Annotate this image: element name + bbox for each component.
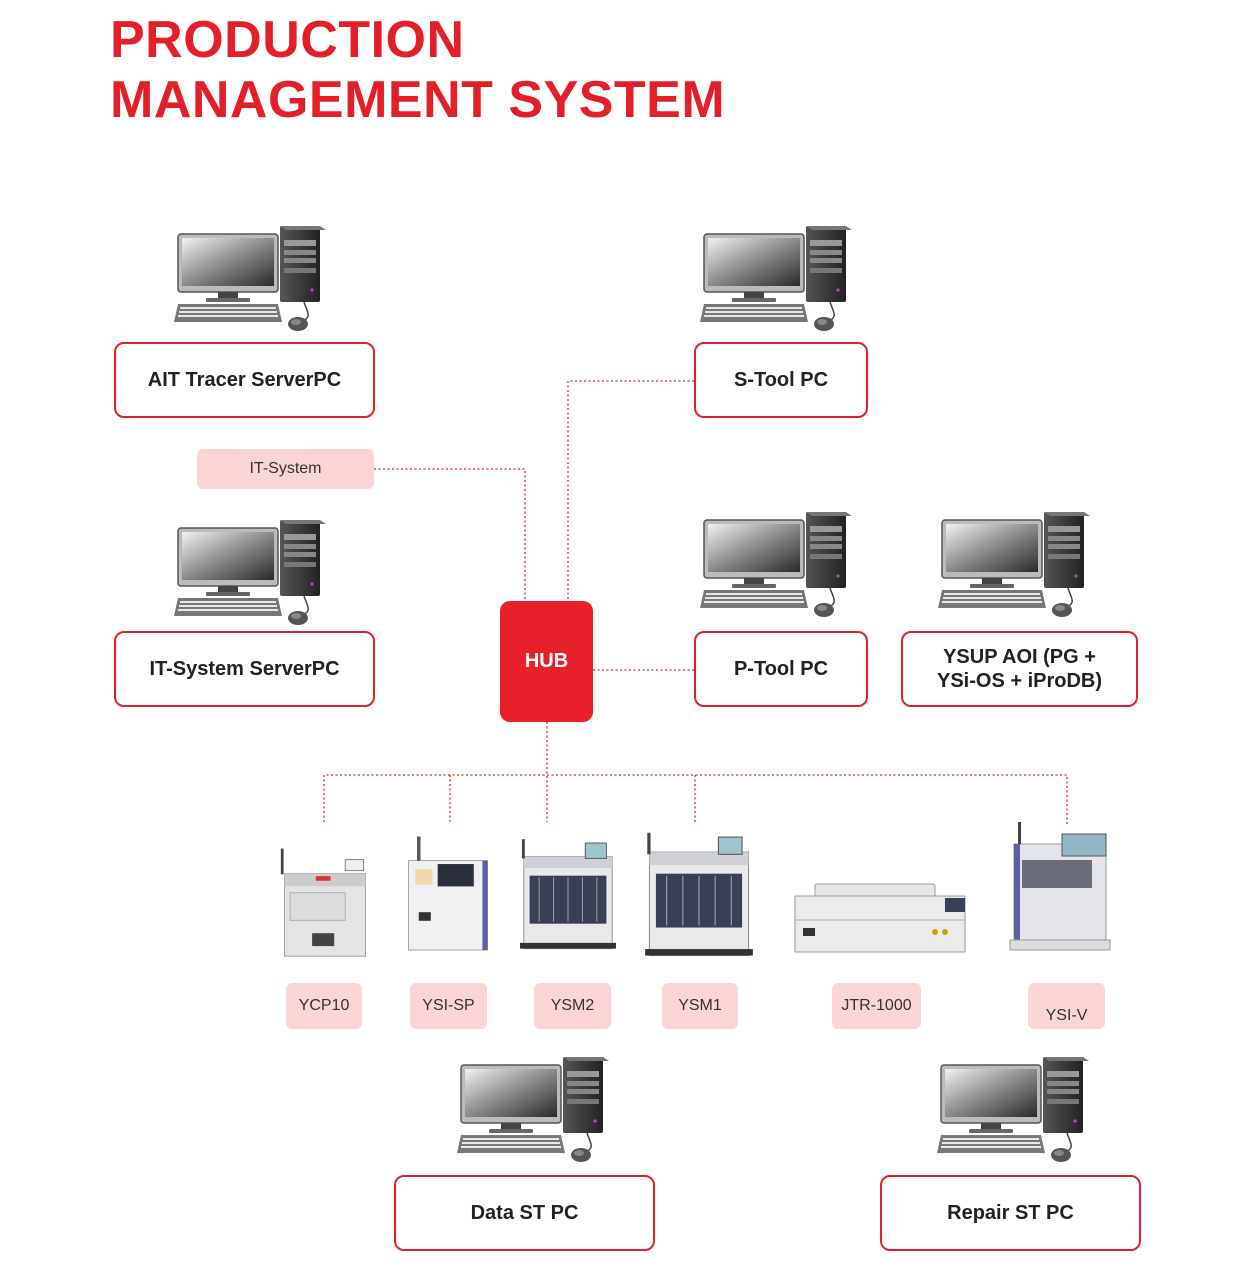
node-label-line-2: YSi-OS + iProDB) — [936, 670, 1103, 692]
ysi-sp-machine-icon — [408, 836, 488, 951]
line-it-system-hub — [374, 468, 526, 601]
node-label: P-Tool PC — [733, 658, 829, 680]
ycp10-machine-icon — [280, 848, 366, 957]
node-label: IT-System ServerPC — [149, 658, 340, 680]
tag-jtr-1000: JTR-1000 — [832, 983, 921, 1029]
node-ptool-pc: P-Tool PC — [694, 631, 868, 707]
tag-ycp10: YCP10 — [286, 983, 362, 1029]
desktop-pc-icon — [172, 224, 332, 334]
node-repair-st-pc: Repair ST PC — [880, 1175, 1141, 1251]
desktop-pc-icon — [698, 224, 858, 334]
node-label: AIT Tracer ServerPC — [147, 369, 342, 391]
desktop-pc-icon — [698, 510, 858, 620]
desktop-pc-icon — [935, 1055, 1095, 1165]
tag-it-system: IT-System — [197, 449, 374, 489]
line-stool-hub — [567, 380, 694, 601]
desktop-pc-icon — [172, 518, 332, 628]
node-label-line-1: YSUP AOI (PG + — [943, 646, 1096, 668]
desktop-pc-icon — [455, 1055, 615, 1165]
node-data-st-pc: Data ST PC — [394, 1175, 655, 1251]
ysm2-machine-icon — [520, 822, 616, 962]
tag-ysm1: YSM1 — [662, 983, 738, 1029]
node-stool-pc: S-Tool PC — [694, 342, 868, 418]
node-ait-tracer-serverpc: AIT Tracer ServerPC — [114, 342, 375, 418]
node-label: S-Tool PC — [733, 369, 829, 391]
desktop-pc-icon — [936, 510, 1096, 620]
tag-ysm2: YSM2 — [534, 983, 611, 1029]
node-ysup-aoi: YSUP AOI (PG + YSi-OS + iProDB) — [901, 631, 1138, 707]
hub-label: HUB — [524, 650, 569, 672]
jtr1000-oven-icon — [794, 883, 966, 953]
node-it-system-serverpc: IT-System ServerPC — [114, 631, 375, 707]
node-label: Repair ST PC — [947, 1202, 1074, 1224]
ysi-v-machine-icon — [1009, 822, 1111, 951]
page-title: PRODUCTION MANAGEMENT SYSTEM — [110, 10, 725, 130]
node-label: Data ST PC — [470, 1202, 579, 1224]
ysm1-machine-icon — [643, 822, 755, 962]
title-line-1: PRODUCTION — [110, 11, 465, 69]
tag-ysi-sp: YSI-SP — [410, 983, 487, 1029]
title-line-2: MANAGEMENT SYSTEM — [110, 71, 726, 129]
hub-node: HUB — [500, 601, 593, 722]
tag-ysi-v: YSI-V — [1028, 983, 1105, 1029]
